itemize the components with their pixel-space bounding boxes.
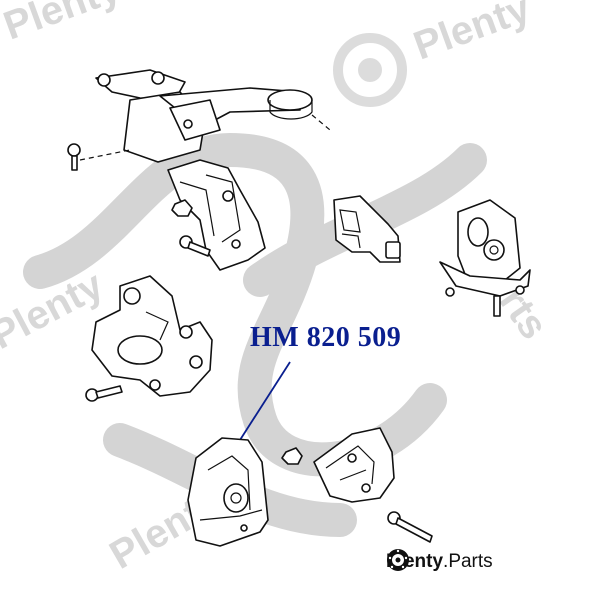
- rear-rubber-mount: [439, 199, 531, 317]
- watermark-text: Plenty: [0, 0, 127, 48]
- bolt-icon: [85, 385, 123, 402]
- bolt-icon: [387, 511, 433, 543]
- highlighted-engine-mount: [187, 437, 269, 547]
- brand-suffix: Parts: [448, 551, 493, 572]
- bolt-icon: [179, 235, 211, 257]
- callout-leader-line: [239, 361, 291, 441]
- upper-mount-bracket: [79, 69, 331, 163]
- side-bracket: [333, 195, 401, 263]
- lower-bracket: [313, 427, 395, 503]
- brand-dot: .: [443, 551, 449, 572]
- part-number-callout: HM 820 509: [250, 322, 402, 353]
- nut-icon: [281, 447, 303, 465]
- bolt-icon: [67, 143, 81, 171]
- brake-disc-icon: [387, 549, 409, 571]
- watermark-ring: [333, 33, 407, 107]
- front-mount: [91, 275, 213, 397]
- watermark-text: Plenty: [408, 0, 537, 68]
- nut-icon: [171, 199, 193, 217]
- brand-logo[interactable]: Plenty . Parts: [386, 548, 493, 576]
- center-bracket: [167, 159, 266, 271]
